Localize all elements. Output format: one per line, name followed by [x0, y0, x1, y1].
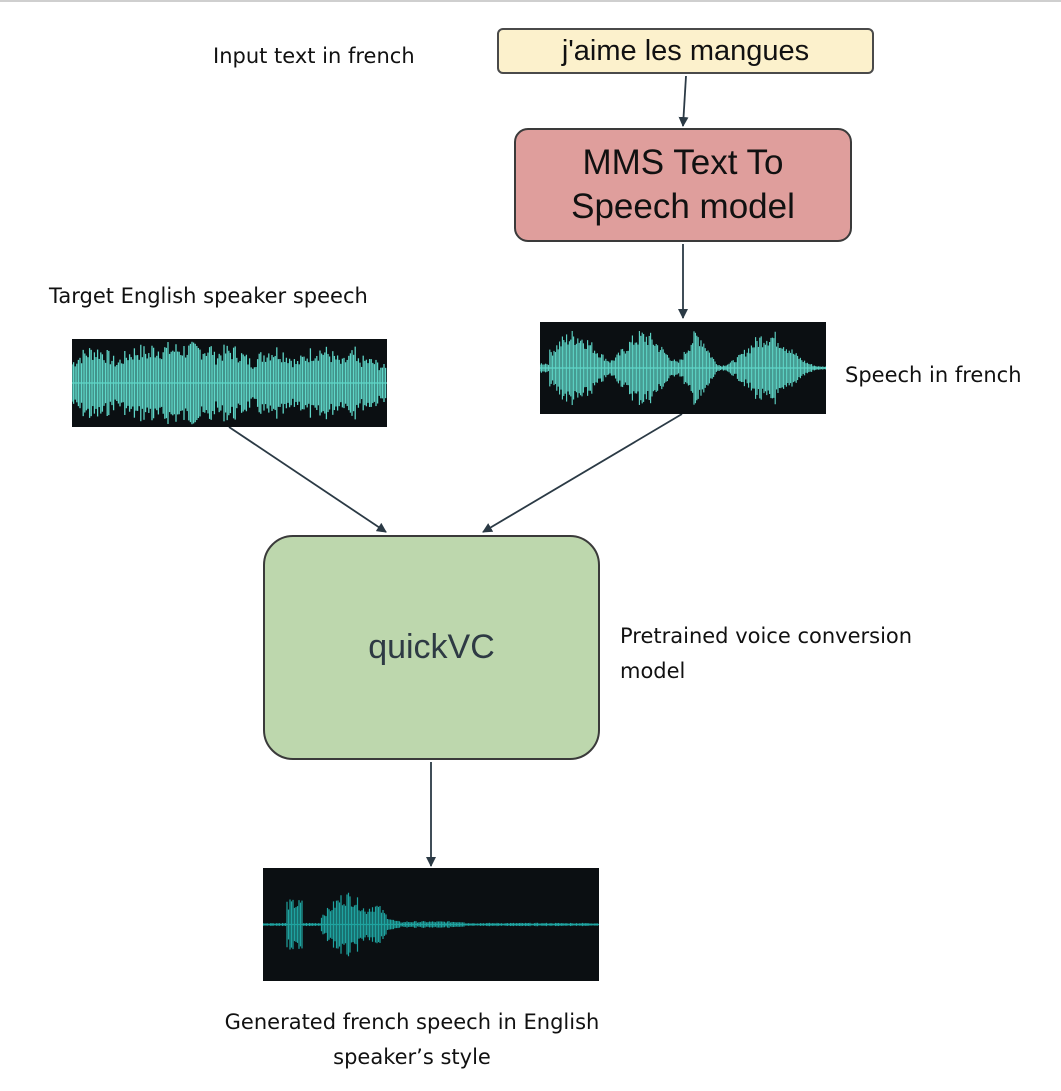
arrow-speech-to-vc: [482, 413, 683, 533]
waveform-french-bars: [540, 330, 826, 406]
generated-speech-waveform: [263, 868, 599, 981]
waveform-icon: [263, 892, 599, 957]
top-border: [0, 0, 1061, 2]
speech-french-label: Speech in french: [845, 363, 1022, 387]
vc-model-box: quickVC: [263, 535, 600, 760]
input-text-label: Input text in french: [213, 44, 415, 68]
target-speaker-waveform: [72, 339, 387, 427]
input-text-box: j'aime les mangues: [497, 28, 874, 74]
generated-label-line2: speaker’s style: [333, 1045, 491, 1069]
waveform-target-bars: [72, 341, 387, 425]
generated-label-line1: Generated french speech in English: [224, 1010, 600, 1034]
waveform-icon: [540, 330, 826, 406]
french-speech-waveform: [540, 322, 826, 414]
pretrained-label-line1: Pretrained voice conversion: [620, 624, 913, 648]
tts-model-box: MMS Text To Speech model: [514, 128, 852, 242]
pretrained-label-line2: model: [620, 659, 686, 683]
waveform-icon: [72, 341, 387, 425]
arrow-target-to-vc: [228, 426, 387, 533]
waveform-generated-bars: [263, 892, 599, 957]
target-speaker-label: Target English speaker speech: [49, 284, 368, 308]
arrow-input-to-tts: [678, 75, 689, 127]
